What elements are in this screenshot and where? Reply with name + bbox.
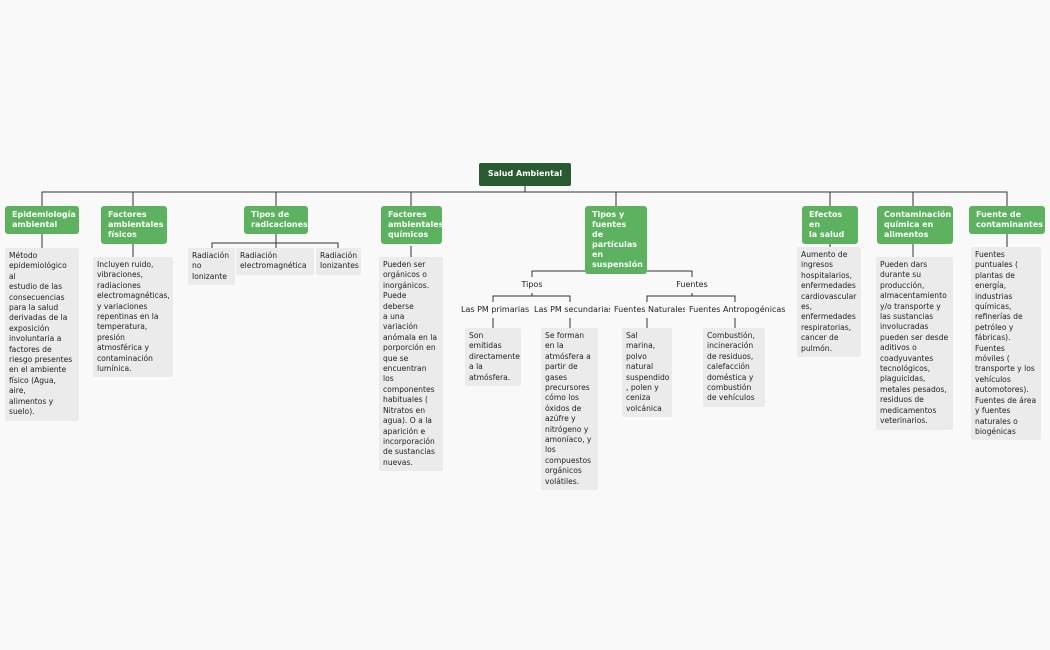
radiacion-no-ionizante: Radiación no Ionizante [188,248,235,286]
branch-epidemiologia[interactable]: Epidemiología ambiental [5,206,79,234]
branch-factores-quimicos[interactable]: Factores ambientales químicos [381,206,443,244]
branch-particulas-suspension[interactable]: Tipos y fuentes de partículas en suspens… [585,206,647,274]
factores-fisicos-description: Incluyen ruido, vibraciones, radiaciones… [93,257,173,378]
topic-tipos[interactable]: Tipos [513,277,551,293]
pm-primarias-description: Son emitidas directamente a la atmósfera… [465,328,521,387]
branch-fuente-contaminantes[interactable]: Fuente de contaminantes [969,206,1045,234]
branch-efectos-salud[interactable]: Efectos en la salud [802,206,858,244]
contaminacion-alimentos-description: Pueden dars durante su producción, almac… [876,257,953,430]
fuentes-antropogenicas-description: Combustión, incineración de residuos, ca… [703,328,765,407]
topic-fuentes-naturales[interactable]: Fuentes Naturales [610,302,687,318]
epidemiologia-description: Método epidemiológico al estudio de las … [5,248,79,421]
efectos-salud-description: Aumento de ingresos hospitalarios, enfer… [797,247,861,358]
radiacion-ionizantes: Radiación Ionizantes [316,248,361,275]
root-node[interactable]: Salud Ambiental [479,163,571,186]
topic-pm-secundarias[interactable]: Las PM secundarias [530,302,613,318]
branch-tipos-radiaciones[interactable]: Tipos de radicaciones [244,206,308,234]
factores-quimicos-description: Pueden ser orgánicos o inorgánicos. Pued… [379,257,443,472]
fuentes-naturales-description: Sal marina, polvo natural suspendido , p… [622,328,672,418]
radiacion-electromagnetica: Radiación electromagnética [236,248,314,275]
topic-fuentes-antropogenicas[interactable]: Fuentes Antropogénicas [685,302,785,318]
topic-pm-primarias[interactable]: Las PM primarias [457,302,529,318]
branch-contaminacion-alimentos[interactable]: Contaminación química en alimentos [877,206,953,244]
pm-secundarias-description: Se forman en la atmósfera a partir de ga… [541,328,598,491]
branch-factores-fisicos[interactable]: Factores ambientales físicos [101,206,167,244]
fuente-contaminantes-description: Fuentes puntuales ( plantas de energía, … [971,247,1041,441]
topic-fuentes[interactable]: Fuentes [672,277,712,293]
